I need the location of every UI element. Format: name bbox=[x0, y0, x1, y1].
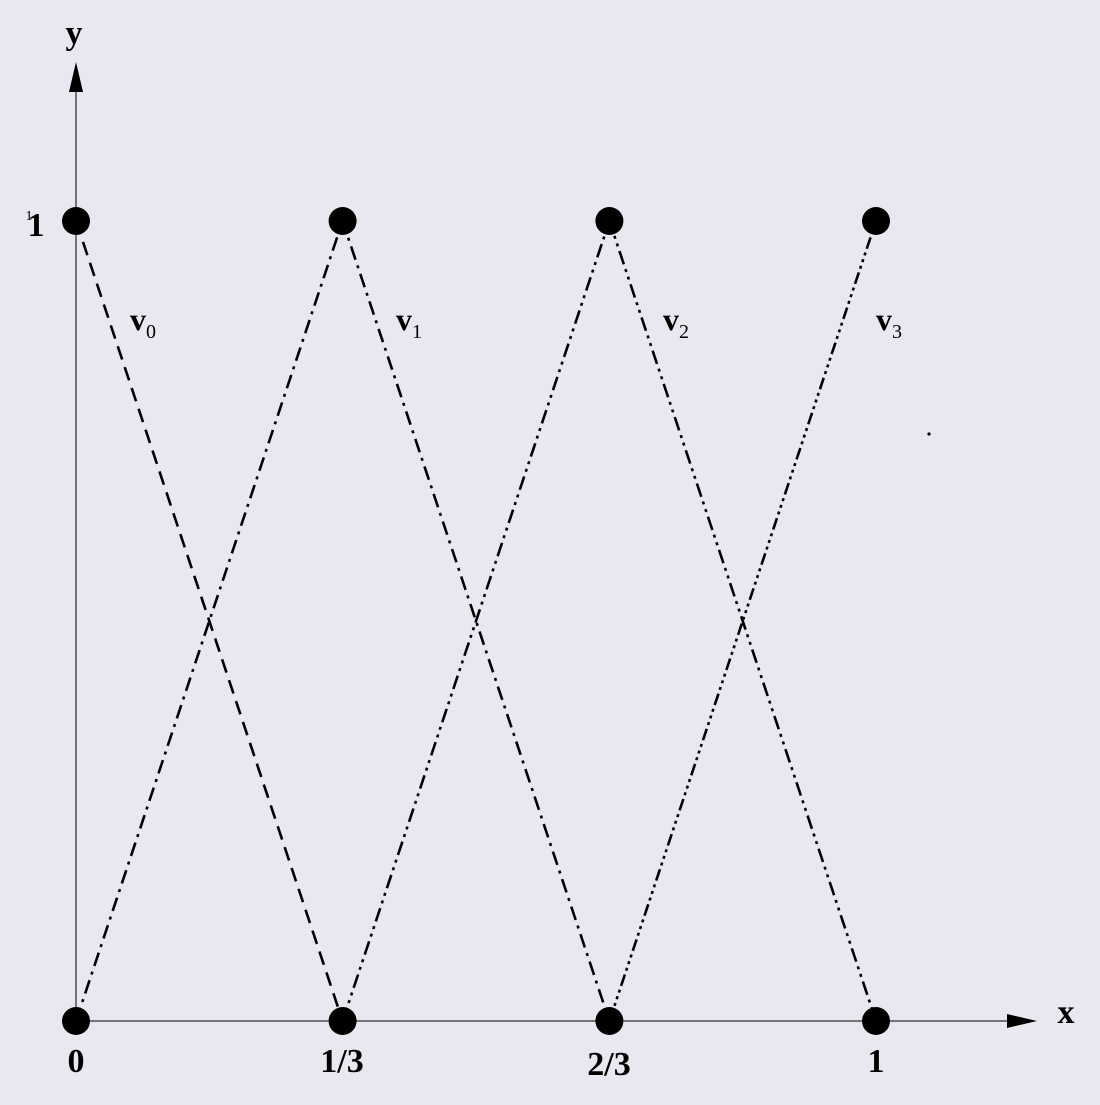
function-label-v3-name: v bbox=[876, 301, 892, 337]
function-label-v1-sub: 1 bbox=[412, 321, 422, 343]
node-points bbox=[62, 207, 890, 1035]
function-label-v1: v1 bbox=[396, 301, 422, 343]
x-tick-label-1-3: 1/3 bbox=[320, 1043, 363, 1080]
function-label-v3: v3 bbox=[876, 301, 902, 343]
function-label-v0-sub: 0 bbox=[146, 321, 156, 343]
function-label-v0: v0 bbox=[130, 301, 156, 343]
hat-function-v0 bbox=[74, 220, 344, 1022]
hat-function-v1 bbox=[74, 216, 611, 1022]
hat-function-v2 bbox=[341, 216, 878, 1022]
x-tick-label-0: 0 bbox=[68, 1043, 85, 1080]
node-point bbox=[862, 1007, 890, 1035]
stray-dot bbox=[927, 432, 931, 436]
function-label-v2-name: v bbox=[663, 301, 679, 337]
y-axis-label: y bbox=[66, 15, 83, 52]
node-point bbox=[595, 1007, 624, 1035]
x-tick-label-2-3: 2/3 bbox=[587, 1046, 630, 1083]
node-point bbox=[328, 1007, 357, 1035]
function-label-v2-sub: 2 bbox=[679, 321, 689, 343]
function-label-v0-name: v bbox=[130, 301, 146, 337]
node-point bbox=[62, 207, 90, 235]
function-label-v2: v2 bbox=[663, 301, 689, 343]
function-label-v1-name: v bbox=[396, 301, 412, 337]
function-curves bbox=[74, 216, 878, 1022]
y-tick-label-1-small: 1 bbox=[26, 209, 33, 224]
node-point bbox=[328, 207, 357, 235]
node-point bbox=[62, 1007, 90, 1035]
x-axis-label: x bbox=[1058, 994, 1075, 1031]
node-point bbox=[595, 207, 624, 235]
x-tick-label-1: 1 bbox=[868, 1043, 885, 1080]
function-label-v3-sub: 3 bbox=[892, 321, 902, 343]
y-tick-label-1: 1 bbox=[28, 207, 45, 244]
node-point bbox=[862, 207, 890, 235]
